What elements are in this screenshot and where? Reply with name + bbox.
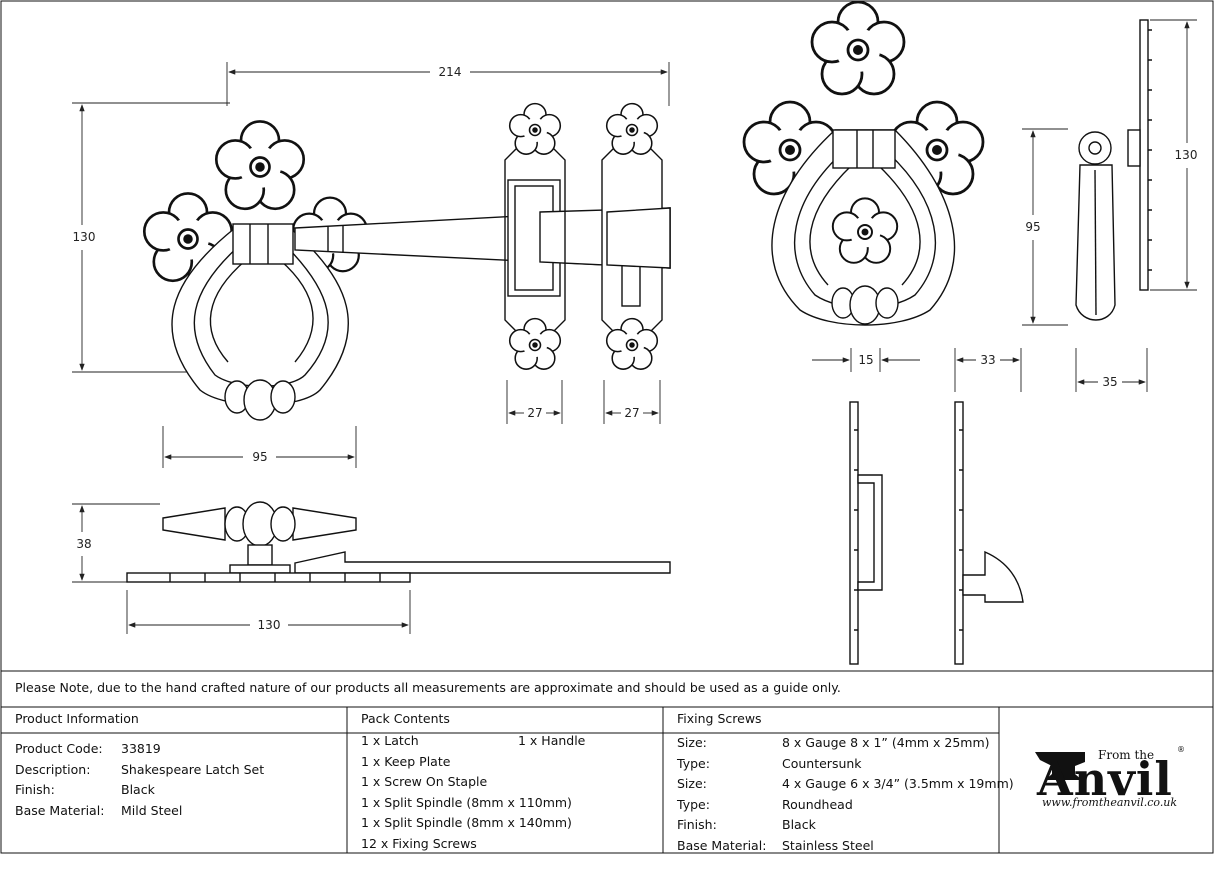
handle-front-view [742, 0, 1068, 392]
pack-contents-list: 1 x Latch 1 x Keep Plate 1 x Screw On St… [361, 731, 572, 854]
screw-label: Finish: [677, 817, 717, 832]
screw-label: Size: [677, 735, 707, 750]
screw-value: Stainless Steel [782, 837, 874, 853]
screw-value: 8 x Gauge 8 x 1” (4mm x 25mm) [782, 735, 990, 750]
logo-registered-mark: ® [1177, 745, 1185, 754]
pack-contents-heading: Pack Contents [361, 711, 450, 726]
dim-front-width: 214 [439, 65, 462, 79]
dim-keep-depth: 33 [980, 353, 995, 367]
pack-item-handle: 1 x Handle [518, 733, 586, 748]
latch-front-view [72, 62, 671, 468]
disclaimer-note: Please Note, due to the hand crafted nat… [15, 680, 841, 695]
screw-label: Size: [677, 776, 707, 791]
dim-front-height: 130 [73, 230, 96, 244]
info-table-grid [0, 670, 1214, 854]
logo-anvil-text: Anvil [1037, 752, 1173, 806]
label-product-code: Product Code: [15, 741, 103, 756]
product-info-values: 33819 Shakespeare Latch Set Black Mild S… [121, 739, 264, 821]
screw-label: Type: [677, 755, 710, 771]
pack-item: 1 x Split Spindle (8mm x 110mm) [361, 794, 572, 810]
label-base-material: Base Material: [15, 802, 105, 818]
dim-handle-projection: 35 [1102, 375, 1117, 389]
fixing-screws-values: 8 x Gauge 8 x 1” (4mm x 25mm) Countersun… [782, 733, 1014, 856]
fixing-screws-heading: Fixing Screws [677, 711, 762, 726]
value-product-code: 33819 [121, 741, 161, 756]
dim-latch-bar-width: 27 [527, 406, 542, 420]
value-base-material: Mild Steel [121, 802, 183, 818]
logo-url: www.fromtheanvil.co.uk [1042, 796, 1178, 809]
dim-staple-depth: 15 [858, 353, 873, 367]
screw-value: Roundhead [782, 796, 853, 812]
screw-value: Countersunk [782, 755, 862, 771]
product-info-heading: Product Information [15, 711, 139, 726]
label-finish: Finish: [15, 782, 55, 797]
pack-item: 1 x Screw On Staple [361, 774, 488, 789]
screw-label: Type: [677, 796, 710, 812]
pack-item: 1 x Split Spindle (8mm x 140mm) [361, 815, 572, 830]
pack-item: 1 x Latch [361, 733, 419, 748]
value-description: Shakespeare Latch Set [121, 761, 265, 777]
label-description: Description: [15, 761, 91, 777]
screw-label: Base Material: [677, 837, 767, 853]
dim-handle-height: 95 [1025, 220, 1040, 234]
handle-side-view [1075, 19, 1197, 392]
fixing-screws-labels: Size: Type: Size: Type: Finish: Base Mat… [677, 733, 766, 856]
dim-base-width: 130 [258, 618, 281, 632]
screw-value: 4 x Gauge 6 x 3/4” (3.5mm x 19mm) [782, 776, 1014, 791]
latch-side-view [72, 501, 671, 634]
pack-item: 12 x Fixing Screws [361, 835, 477, 851]
anvil-logo-graphic [1035, 752, 1085, 780]
logo-from-text: From the [1098, 748, 1155, 762]
screw-value: Black [782, 817, 816, 832]
dim-keep-width: 27 [624, 406, 639, 420]
pack-item: 1 x Keep Plate [361, 753, 451, 769]
dim-handle-plate-height: 130 [1175, 148, 1198, 162]
product-info-labels: Product Code: Description: Finish: Base … [15, 739, 104, 821]
dim-ring-width: 95 [252, 450, 267, 464]
dim-side-depth: 38 [76, 537, 91, 551]
dimension-labels: 214 130 95 27 27 38 130 95 130 15 33 35 [73, 65, 1198, 632]
value-finish: Black [121, 782, 155, 797]
staple-keep-side-views [849, 401, 1024, 665]
